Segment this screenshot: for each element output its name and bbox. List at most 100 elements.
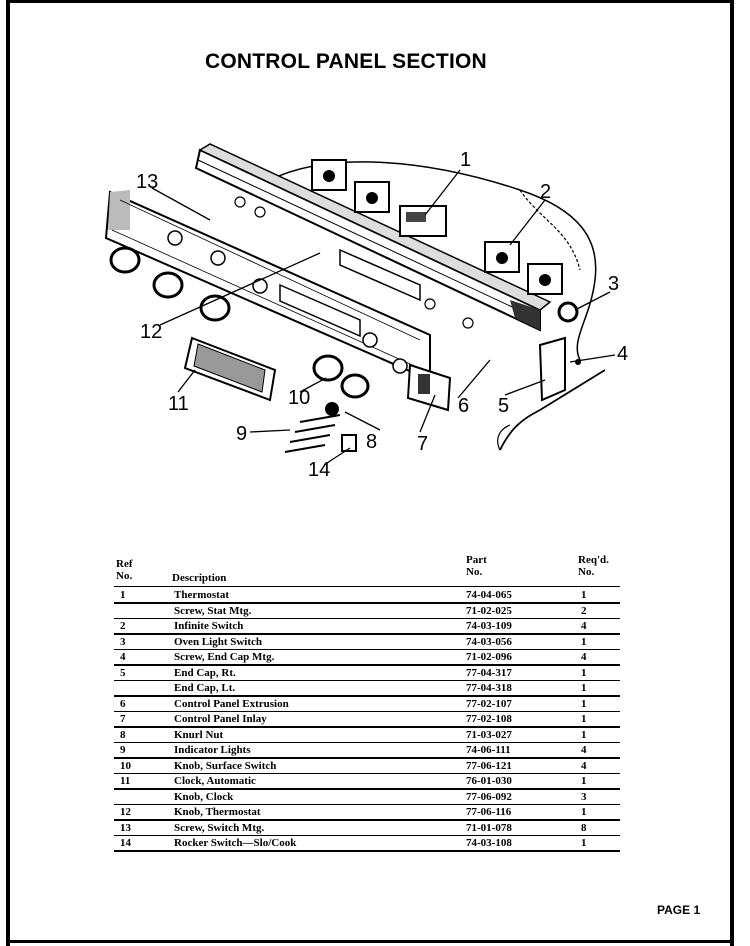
row-description: Indicator Lights: [174, 744, 251, 756]
row-description: Knob, Surface Switch: [174, 759, 277, 772]
knob-group: [109, 246, 370, 399]
row-rule: [114, 617, 620, 619]
row-rule: [114, 633, 620, 635]
row-quantity: 1: [581, 775, 587, 787]
row-description: Clock, Automatic: [174, 775, 256, 787]
row-description: Screw, End Cap Mtg.: [174, 651, 275, 663]
row-ref: 6: [120, 697, 126, 710]
row-quantity: 1: [581, 837, 587, 849]
row-rule: [114, 757, 620, 759]
row-description: Oven Light Switch: [174, 635, 263, 648]
row-part-number: 74-03-108: [466, 837, 512, 849]
callout-14: 14: [308, 459, 330, 481]
row-rule: [114, 679, 620, 681]
row-ref: 11: [120, 775, 131, 787]
row-ref: 7: [120, 713, 126, 725]
row-rule: [114, 772, 620, 774]
row-ref: 9: [120, 744, 126, 756]
row-description: Control Panel Extrusion: [174, 697, 289, 710]
row-description: Screw, Switch Mtg.: [174, 821, 265, 834]
page-border-bottom: [6, 940, 734, 943]
row-ref: 10: [120, 759, 131, 772]
row-part-number: 77-04-317: [466, 666, 512, 679]
row-rule: [114, 710, 620, 712]
row-rule: [114, 664, 620, 666]
callout-11: 11: [168, 393, 189, 415]
row-rule: [114, 726, 620, 728]
row-rule: [114, 803, 620, 805]
row-part-number: 74-03-109: [466, 620, 512, 632]
row-quantity: 8: [581, 821, 587, 834]
page-border-top: [6, 0, 734, 3]
row-rule: [114, 788, 620, 790]
page-border-right: [730, 0, 734, 946]
row-quantity: 4: [581, 651, 587, 663]
table-row: 7 Control Panel Inlay 77-02-108 1: [114, 712, 620, 728]
callout-3: 3: [608, 273, 619, 295]
row-description: Screw, Stat Mtg.: [174, 604, 252, 617]
row-quantity: 4: [581, 620, 587, 632]
page-border-left: [6, 0, 10, 946]
callout-7: 7: [417, 433, 428, 455]
row-description: Knob, Thermostat: [174, 806, 261, 818]
table-row: 8 Knurl Nut 71-03-027 1: [114, 728, 620, 743]
page-title: CONTROL PANEL SECTION: [205, 50, 487, 73]
control-panel-diagram-svg: 1 2 3 4 5 6 7 8 9 10 11 12 13 14: [104, 143, 628, 481]
row-quantity: 1: [581, 713, 587, 725]
row-rule: [114, 695, 620, 697]
exploded-diagram: 1 2 3 4 5 6 7 8 9 10 11 12 13 14: [100, 130, 660, 490]
row-part-number: 71-02-096: [466, 651, 512, 663]
row-rule: [114, 741, 620, 743]
row-description: Knurl Nut: [174, 728, 224, 741]
table-row: 2 Infinite Switch 74-03-109 4: [114, 619, 620, 635]
header-req: Req'd. No.: [578, 554, 609, 578]
row-ref: 2: [120, 620, 126, 632]
row-quantity: 3: [581, 790, 587, 803]
row-ref: 5: [120, 666, 126, 679]
row-ref: 3: [120, 635, 126, 648]
row-part-number: 77-04-318: [466, 682, 512, 694]
page-number: PAGE 1: [657, 903, 701, 917]
row-ref: 14: [120, 837, 131, 849]
row-ref: 12: [120, 806, 131, 818]
header-rule: [114, 586, 620, 588]
row-part-number: 77-06-116: [466, 806, 512, 818]
row-description: End Cap, Rt.: [174, 666, 236, 679]
row-description: Control Panel Inlay: [174, 713, 267, 725]
row-part-number: 74-03-056: [466, 635, 512, 648]
callout-10: 10: [288, 387, 310, 409]
row-quantity: 1: [581, 728, 587, 741]
callout-1: 1: [460, 149, 471, 171]
row-part-number: 71-01-078: [466, 821, 512, 834]
header-ref: Ref No.: [116, 558, 133, 582]
row-part-number: 71-02-025: [466, 604, 512, 617]
header-part: Part No.: [466, 554, 487, 578]
row-quantity: 1: [581, 682, 587, 694]
callout-2: 2: [540, 181, 551, 203]
header-description: Description: [172, 572, 227, 584]
row-quantity: 1: [581, 666, 587, 679]
row-rule: [114, 850, 620, 852]
row-description: Rocker Switch—Slo/Cook: [174, 837, 297, 849]
callout-8: 8: [366, 431, 377, 453]
row-part-number: 74-06-111: [466, 744, 511, 756]
row-quantity: 4: [581, 759, 587, 772]
table-row: 5 End Cap, Rt. 77-04-317 1: [114, 666, 620, 681]
row-part-number: 71-03-027: [466, 728, 512, 741]
row-rule: [114, 648, 620, 650]
row-ref: 8: [120, 728, 126, 741]
row-description: Infinite Switch: [174, 620, 244, 632]
row-part-number: 77-02-108: [466, 713, 512, 725]
row-rule: [114, 819, 620, 821]
